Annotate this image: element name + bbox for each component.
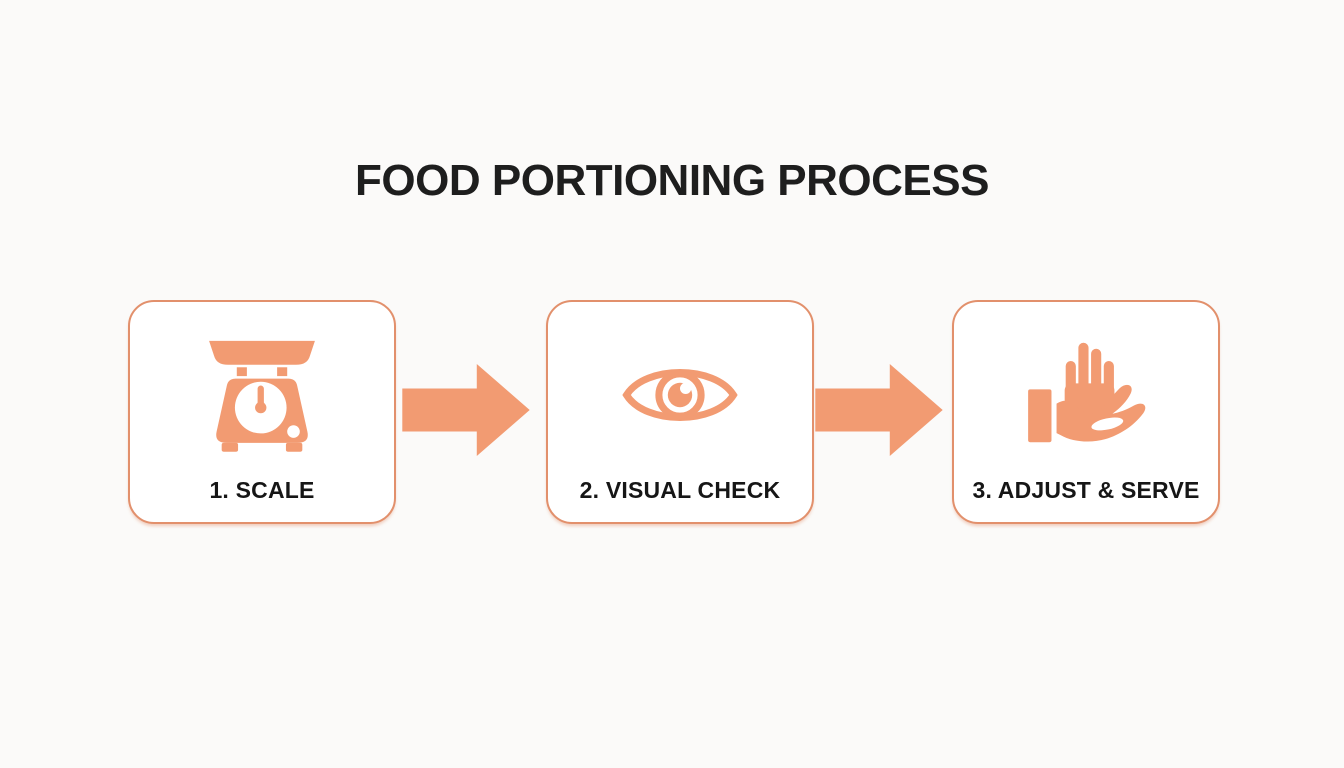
step-label: 3. ADJUST & SERVE <box>972 477 1200 503</box>
eye-icon <box>548 302 812 477</box>
arrow-right-icon <box>402 361 530 459</box>
step-card-scale: 1. SCALE <box>128 300 396 524</box>
page-title: FOOD PORTIONING PROCESS <box>355 156 989 205</box>
step-label: 2. VISUAL CHECK <box>579 477 781 503</box>
step-card-adjust-serve: 3. ADJUST & SERVE <box>952 300 1220 524</box>
step-label: 1. SCALE <box>209 477 315 503</box>
arrow-right-icon <box>815 361 943 459</box>
step-card-visual-check: 2. VISUAL CHECK <box>546 300 814 524</box>
kitchen-scale-icon <box>130 302 394 477</box>
giving-hand-icon <box>954 302 1218 477</box>
